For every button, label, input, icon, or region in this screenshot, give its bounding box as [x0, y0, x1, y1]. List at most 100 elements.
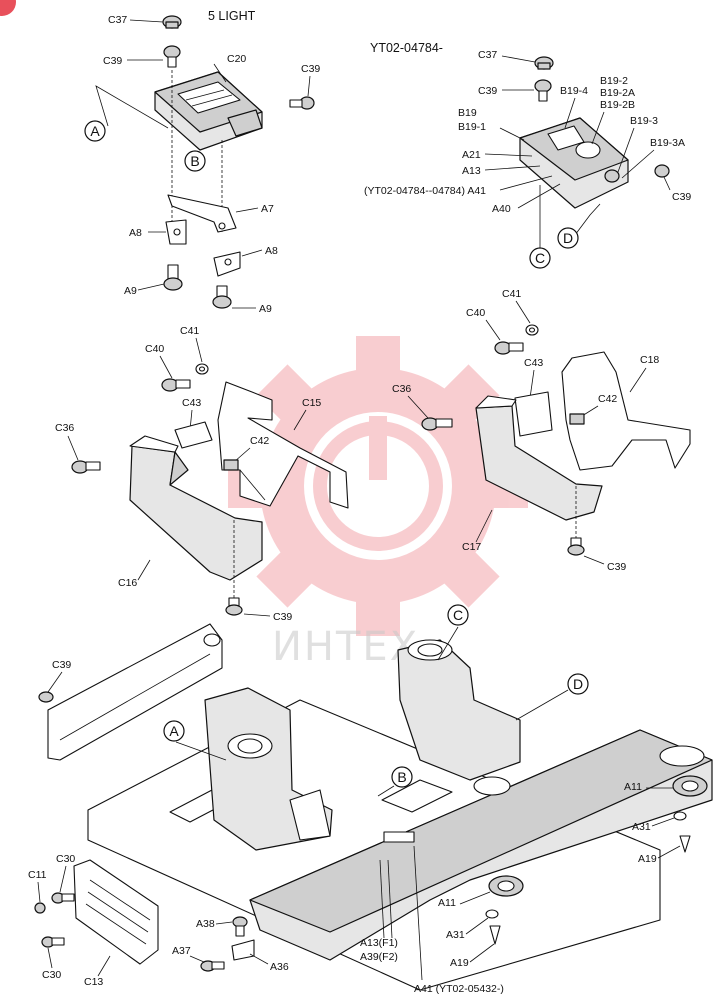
assembly-chassis-frame: C39 C	[28, 604, 713, 995]
label-a9-left: A9	[124, 285, 137, 297]
label-c39-under-left: C39	[273, 611, 292, 623]
part-c39-bolt-under-left	[225, 597, 243, 616]
label-a9-right: A9	[259, 303, 272, 315]
corner-logo	[0, 0, 16, 16]
part-c13-cover	[73, 859, 159, 965]
part-c11-nut	[34, 902, 46, 914]
label-b19-2: B19-2	[600, 75, 628, 87]
label-a19-lower: A19	[450, 957, 469, 969]
label-c13: C13	[84, 976, 103, 988]
label-a11-upper: A11	[624, 781, 642, 793]
label-a38: A38	[196, 918, 215, 930]
label-a13: A13	[462, 165, 481, 177]
serial-label: YT02-04784-	[370, 41, 443, 55]
label-c17: C17	[462, 541, 481, 553]
part-c39-bolt-under-right	[567, 537, 585, 556]
part-c37-knob	[162, 15, 182, 29]
part-main-frame	[249, 729, 713, 961]
assembly-right-cover: C41 C40 C43 C18 C36 C42	[392, 288, 691, 573]
part-a11-mount-lower	[488, 875, 524, 897]
part-a13-fuse-block	[383, 831, 415, 843]
label-c39-side-right: C39	[672, 191, 691, 203]
assembly-left-cover: C41 C40 C43 C15 C36 C42	[55, 325, 349, 623]
label-c39-under-right: C39	[607, 561, 626, 573]
part-c41-washer-left	[195, 363, 209, 375]
heading: 5 LIGHT	[208, 9, 256, 23]
label-c41-left: C41	[180, 325, 199, 337]
part-c16-cover	[129, 435, 263, 581]
label-a41-bottom: A41 (YT02-05432-)	[414, 983, 504, 995]
part-c15-bracket	[217, 381, 349, 509]
label-b19-2b: B19-2B	[600, 99, 635, 111]
part-c30-bolt-lower	[41, 936, 65, 948]
label-b19-3a: B19-3A	[650, 137, 685, 149]
label-c18: C18	[640, 354, 659, 366]
label-a40: A40	[492, 203, 511, 215]
label-c30-upper: C30	[56, 853, 75, 865]
svg-text:D: D	[563, 230, 573, 246]
label-c43-left: C43	[182, 397, 201, 409]
part-a36-bracket	[231, 939, 255, 961]
label-c39: C39	[103, 55, 122, 67]
callout-b-top: B	[184, 150, 206, 172]
label-a8-right: A8	[265, 245, 278, 257]
svg-text:B: B	[190, 153, 199, 169]
label-c16: C16	[118, 577, 137, 589]
svg-text:C: C	[535, 250, 545, 266]
label-c42-right: C42	[598, 393, 617, 405]
callout-a-top: A	[84, 120, 106, 142]
svg-text:C: C	[453, 607, 463, 623]
part-c43-pad-left	[174, 421, 213, 449]
part-c42-nut-left	[223, 459, 239, 471]
svg-text:A: A	[90, 123, 100, 139]
label-b19-1: B19-1	[458, 121, 486, 133]
callout-c-top: C	[529, 247, 551, 269]
part-c41-washer-right	[525, 324, 539, 336]
part-a9-bolt-left	[163, 264, 183, 291]
label-c41-right: C41	[502, 288, 521, 300]
part-left-tower	[204, 687, 333, 851]
label-a41-range: (YT02-04784--04784) A41	[364, 185, 486, 197]
part-c17-cover	[475, 395, 603, 521]
part-c39-screw-side-right	[654, 164, 670, 178]
part-c39-screw-right	[534, 79, 552, 102]
label-a37: A37	[172, 945, 191, 957]
assembly-yt02-04784: YT02-04784- C37 C39 B19-4 B19-2 B19-2A B…	[364, 41, 691, 269]
label-c40-right: C40	[466, 307, 485, 319]
callout-d-top: D	[557, 227, 579, 249]
callout-c-frame: C	[447, 604, 469, 626]
part-c40-bolt-left	[161, 378, 191, 392]
part-c42-nut-right	[569, 413, 585, 425]
part-panel-left	[47, 623, 223, 761]
label-c39-panel: C39	[52, 659, 71, 671]
svg-text:A: A	[169, 723, 179, 739]
part-a8-clip-right	[213, 251, 241, 277]
part-c39-side-screw	[289, 96, 315, 110]
part-c36-bolt-right	[421, 417, 453, 431]
assembly-5-light: 5 LIGHT C37 C39 C20	[84, 9, 320, 315]
part-c39-screw	[163, 45, 181, 68]
label-c37: C37	[108, 14, 127, 26]
label-c37-right: C37	[478, 49, 497, 61]
label-c40-left: C40	[145, 343, 164, 355]
part-c30-bolt-upper	[51, 892, 75, 904]
part-a38-bolt	[232, 916, 248, 937]
watermark-text: ИНТЕХ	[272, 624, 419, 670]
part-a31-washer-lower	[485, 909, 499, 919]
label-a21: A21	[462, 149, 481, 161]
label-a11-lower: A11	[438, 897, 456, 909]
part-c18-bracket	[561, 351, 691, 471]
part-a9-bolt-right	[212, 285, 232, 309]
label-a31-upper: A31	[632, 821, 651, 833]
label-b19-2a: B19-2A	[600, 87, 635, 99]
label-c11: C11	[28, 869, 47, 881]
label-c30-lower: C30	[42, 969, 61, 981]
part-c37-knob-right	[534, 56, 554, 70]
part-a7-bracket	[167, 194, 237, 233]
part-c43-pad-right	[514, 391, 553, 437]
part-c40-bolt-right	[494, 341, 524, 355]
label-c43-right: C43	[524, 357, 543, 369]
part-b19-console	[519, 117, 629, 209]
part-a19-bolt-upper	[679, 835, 691, 853]
